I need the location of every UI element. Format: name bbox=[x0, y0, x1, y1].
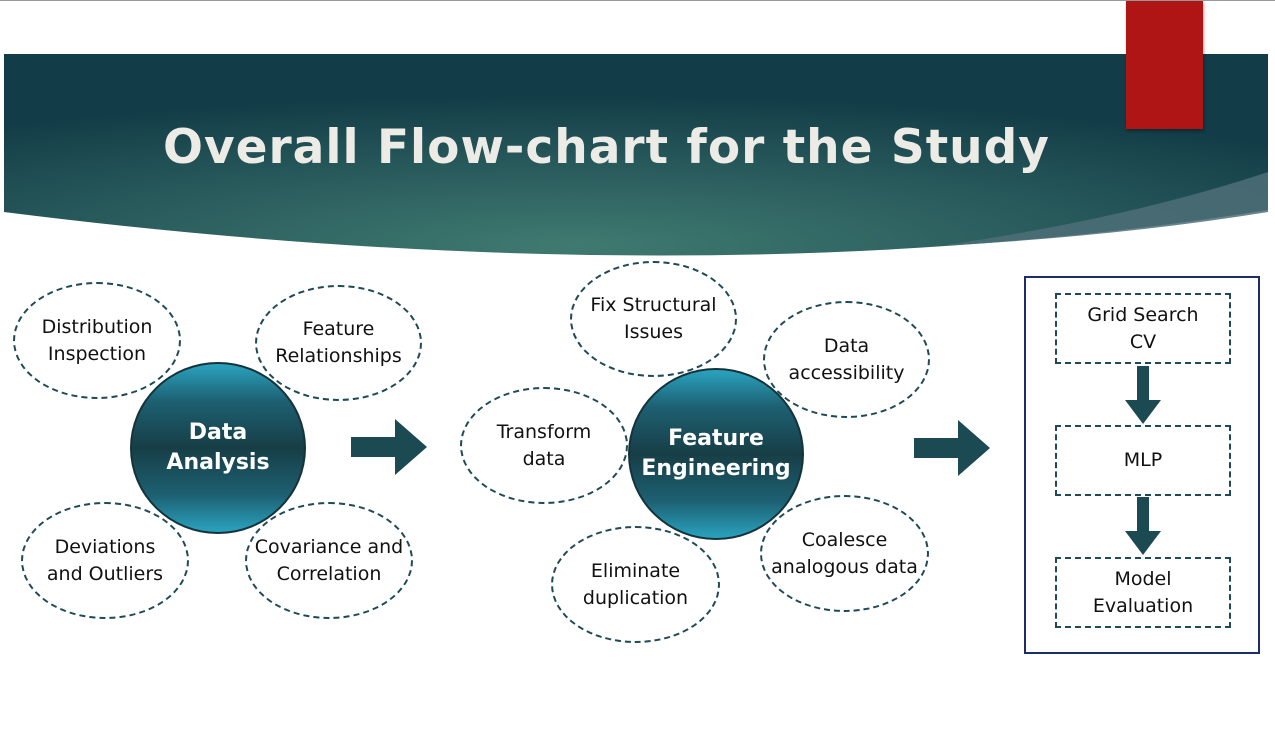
red-accent-tab bbox=[1126, 1, 1203, 129]
right-arrow-icon bbox=[351, 419, 427, 475]
step-model-evaluation: Model Evaluation bbox=[1055, 557, 1231, 628]
right-arrow-icon bbox=[914, 420, 990, 476]
slide-title: Overall Flow-chart for the Study bbox=[163, 120, 1050, 175]
title-banner bbox=[4, 54, 1268, 256]
bubble-eliminate-duplication: Eliminate duplication bbox=[551, 526, 720, 643]
bubble-deviations-outliers: Deviations and Outliers bbox=[21, 502, 189, 619]
down-arrow-icon bbox=[1125, 366, 1161, 424]
modeling-panel bbox=[1024, 276, 1260, 654]
bubble-covariance-correlation: Covariance and Correlation bbox=[245, 502, 413, 619]
bubble-fix-structural-issues: Fix Structural Issues bbox=[570, 261, 737, 377]
bubble-feature-relationships: Feature Relationships bbox=[255, 285, 422, 401]
hub-feature-engineering: Feature Engineering bbox=[628, 368, 804, 540]
hub-data-analysis: Data Analysis bbox=[130, 362, 306, 534]
bubble-coalesce-analogous-data: Coalesce analogous data bbox=[760, 495, 929, 612]
bubble-data-accessibility: Data accessibility bbox=[763, 301, 930, 418]
bubble-transform-data: Transform data bbox=[460, 387, 628, 504]
step-mlp: MLP bbox=[1055, 425, 1231, 496]
step-grid-search-cv: Grid Search CV bbox=[1055, 293, 1231, 364]
top-rule bbox=[0, 0, 1275, 1]
down-arrow-icon bbox=[1125, 497, 1161, 555]
bubble-distribution-inspection: Distribution Inspection bbox=[13, 282, 181, 399]
